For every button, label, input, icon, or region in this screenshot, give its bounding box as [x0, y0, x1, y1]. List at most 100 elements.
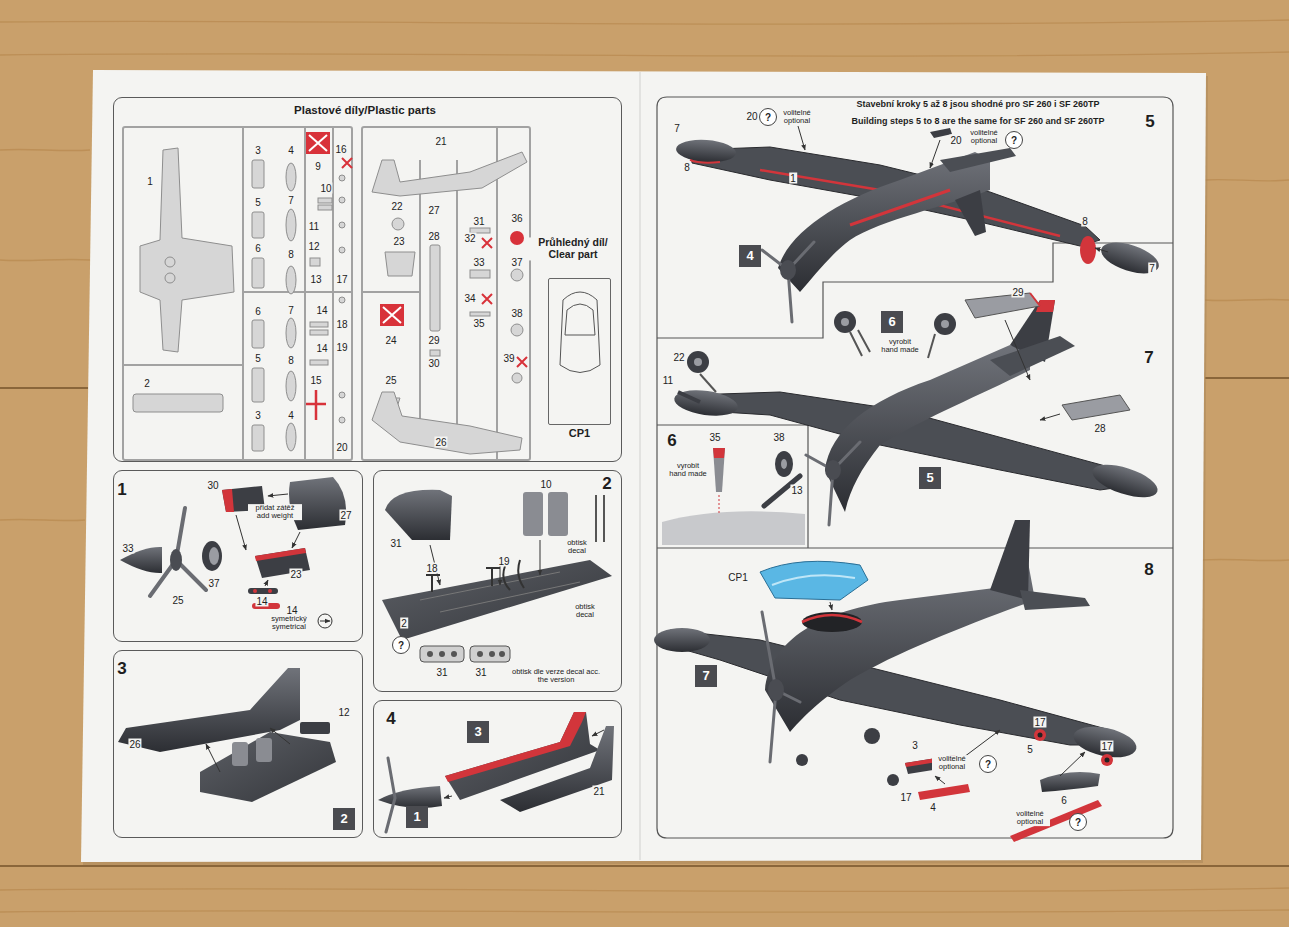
step8-aircraft	[654, 520, 1139, 842]
callout-number: 24	[384, 335, 397, 346]
callout-number: 30	[206, 480, 219, 491]
help-mark: ?	[1011, 135, 1017, 146]
callout-number: 37	[207, 578, 220, 589]
callout-number: 21	[434, 136, 447, 147]
callout-number: 4	[287, 145, 295, 156]
callout-number: 22	[672, 352, 685, 363]
callout-number: 6	[254, 306, 262, 317]
reference-number: 4	[746, 249, 753, 263]
callout-number: 35	[708, 432, 721, 443]
callout-number: 36	[510, 213, 523, 224]
callout-number: 39	[502, 353, 515, 364]
step7-aircraft	[673, 293, 1162, 525]
help-circle: ?	[979, 755, 997, 773]
sprue-frame	[123, 127, 530, 460]
step-reference-box: 2	[333, 808, 355, 830]
unused-part-mark	[306, 132, 527, 420]
callout-number: 4	[929, 802, 937, 813]
reference-number: 5	[926, 471, 933, 485]
note-text: volitelné optional	[1010, 810, 1050, 826]
callout-number: 2	[400, 618, 408, 629]
step-panel: 1	[113, 470, 363, 642]
reference-number: 7	[702, 669, 709, 683]
callout-number: 28	[1093, 423, 1106, 434]
callout-number: 14	[285, 605, 298, 616]
step-panel: Plastové díly/Plastic partsCP1	[113, 97, 622, 462]
step-reference-box: 1	[406, 806, 428, 828]
callout-number: 11	[308, 221, 320, 232]
canopy-outline	[560, 292, 600, 373]
step-divider	[657, 243, 1173, 548]
callout-number: 7	[287, 305, 295, 316]
callout-number: 31	[389, 538, 402, 549]
step-note: Building steps 5 to 8 are the same for S…	[851, 117, 1104, 127]
callout-number: 31	[472, 216, 485, 227]
callout-number: 25	[171, 595, 184, 606]
step-panel: 32	[113, 650, 363, 838]
callout-number: 37	[510, 257, 523, 268]
wood-grain	[0, 20, 1289, 912]
callout-number: 18	[425, 563, 438, 574]
help-mark: ?	[765, 112, 771, 123]
assembly-arrow	[206, 728, 290, 772]
callout-number: 21	[592, 786, 605, 797]
step-panel: 431	[373, 700, 622, 838]
callout-number: CP1	[727, 572, 748, 583]
callout-number: 4	[287, 410, 295, 421]
callout-number: 17	[335, 274, 348, 285]
callout-number: 26	[434, 437, 447, 448]
callout-number: 23	[392, 236, 405, 247]
help-mark: ?	[1075, 817, 1081, 828]
step-number: 7	[1144, 349, 1153, 368]
fold-line	[639, 72, 641, 860]
help-circle: ?	[759, 108, 777, 126]
assembly-arrow	[1005, 320, 1060, 420]
callout-number: 5	[1026, 744, 1034, 755]
part-name: CP1	[569, 427, 590, 439]
note-text: Průhledný díl/ Clear part	[528, 237, 618, 260]
part-highlight	[510, 231, 524, 245]
assembly-arrow	[830, 602, 1085, 784]
step-number: 1	[117, 481, 126, 500]
callout-number: 23	[289, 569, 302, 580]
step-reference-box: 3	[467, 721, 489, 743]
callout-number: 18	[335, 319, 348, 330]
callout-number: 38	[510, 308, 523, 319]
callout-number: 6	[254, 243, 262, 254]
callout-number: 3	[254, 410, 262, 421]
assembly-arrow	[430, 540, 540, 585]
step-note: Stavební kroky 5 až 8 jsou shodné pro SF…	[856, 100, 1099, 110]
callout-number: 33	[472, 257, 485, 268]
callout-number: 10	[319, 183, 332, 194]
note-text: volitelné optional	[932, 755, 972, 771]
step-number: 8	[1144, 561, 1153, 580]
callout-number: 17	[1100, 741, 1113, 752]
callout-number: 27	[427, 205, 440, 216]
callout-number: 20	[745, 111, 758, 122]
step-number: 2	[602, 475, 611, 494]
callout-number: 8	[683, 162, 691, 173]
callout-number: 35	[472, 318, 485, 329]
step-reference-box: 7	[695, 665, 717, 687]
callout-number: 32	[463, 233, 476, 244]
reference-number: 2	[340, 812, 347, 826]
callout-number: 14	[315, 305, 328, 316]
callout-number: 19	[335, 342, 348, 353]
page-frame	[657, 97, 1173, 838]
callout-number: 6	[1060, 795, 1068, 806]
callout-number: 14	[255, 596, 268, 607]
callout-number: 7	[673, 123, 681, 134]
step5-aircraft	[675, 114, 1162, 322]
callout-number: 15	[309, 375, 322, 386]
note-text: symetrický symetrical	[263, 615, 315, 631]
step-number: 6	[667, 432, 676, 451]
callout-number: 9	[314, 161, 322, 172]
help-mark: ?	[398, 640, 404, 651]
callout-number: 11	[662, 375, 674, 386]
callout-number: 5	[254, 353, 262, 364]
callout-number: 3	[254, 145, 262, 156]
step-reference-box: 6	[881, 311, 903, 333]
